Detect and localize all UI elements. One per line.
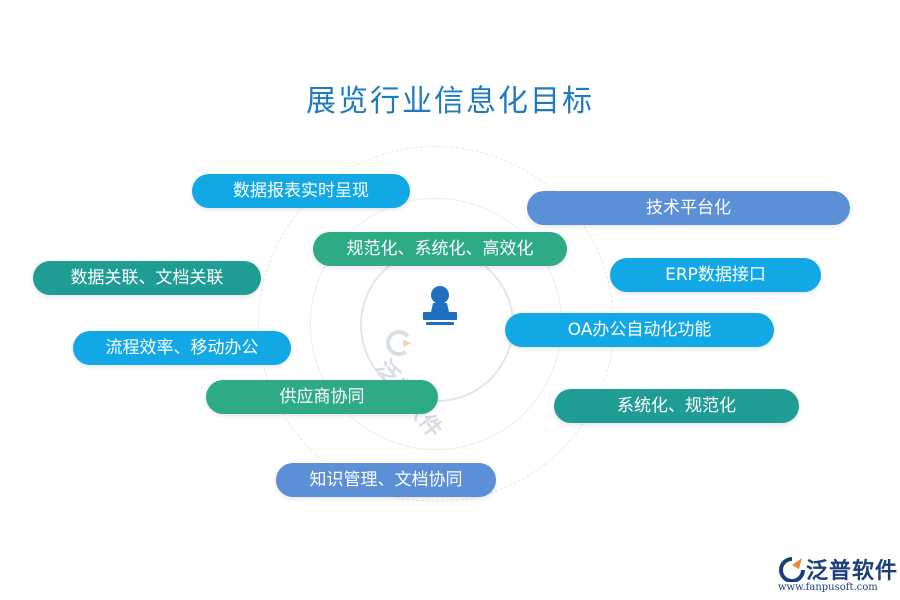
goal-pill-reports: 数据报表实时呈现 <box>192 174 410 208</box>
goal-pill-knowledge: 知识管理、文档协同 <box>276 463 496 497</box>
goal-pill-standardization: 规范化、系统化、高效化 <box>313 232 567 266</box>
goal-pill-oa: OA办公自动化功能 <box>505 313 774 347</box>
goal-pill-flow: 流程效率、移动办公 <box>73 331 291 365</box>
watermark-logo-icon <box>386 330 412 356</box>
user-stamp-icon <box>423 286 457 325</box>
brand-name: 泛普软件 <box>806 559 899 584</box>
goal-pill-erp: ERP数据接口 <box>610 258 821 292</box>
fanpu-logo-icon <box>779 557 805 582</box>
goal-pill-tech-platform: 技术平台化 <box>527 191 850 225</box>
goal-pill-supplier: 供应商协同 <box>206 380 438 414</box>
goal-pill-data-link: 数据关联、文档关联 <box>33 261 261 295</box>
brand-url: www.fanpusoft.com <box>778 582 878 593</box>
page-title: 展览行业信息化目标 <box>306 84 594 119</box>
goal-pill-systematization: 系统化、规范化 <box>554 389 799 423</box>
